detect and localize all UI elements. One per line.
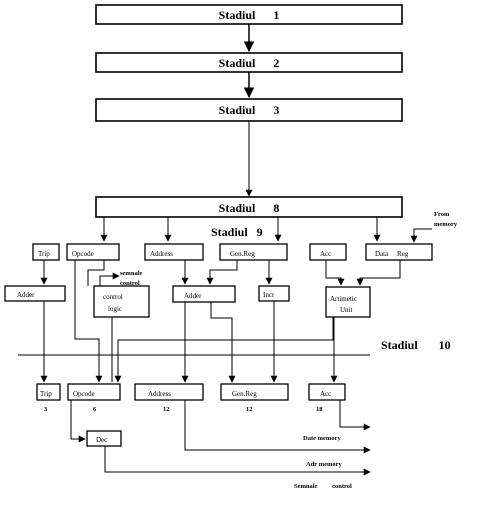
trip-register-10: Trip xyxy=(36,383,61,401)
datareg-register-9-label: Data Reg xyxy=(375,250,409,258)
trip-register-9: Trip xyxy=(32,243,60,261)
stage-3-label: Stadiul 3 xyxy=(219,103,280,117)
acc-width: 18 xyxy=(316,406,323,413)
address-register-9: Address xyxy=(144,243,204,261)
dec-box: Dec xyxy=(86,430,122,447)
alu-label-1: Artimetic xyxy=(330,295,357,303)
genreg-register-9-label: Gen.Reg xyxy=(230,250,255,258)
control-logic-box: control logic xyxy=(93,285,150,318)
alu-label-2: Unit xyxy=(340,306,353,314)
genreg-width: 12 xyxy=(246,406,253,413)
arrow-acc-data-memory xyxy=(339,400,371,431)
stage-8-label: Stadiul 8 xyxy=(219,201,280,215)
address-width: 12 xyxy=(163,406,170,413)
arrow-address-adr-memory xyxy=(184,400,371,454)
stage-2-box: Stadiul 2 xyxy=(95,52,403,73)
adder-mid-label: Adder xyxy=(184,292,202,300)
trip-register-9-label: Trip xyxy=(38,250,50,258)
opcode-register-9: Opcode xyxy=(66,243,120,261)
dec-label: Dec xyxy=(96,436,107,444)
opcode-width: 6 xyxy=(93,406,97,413)
arrow-genreg-adder xyxy=(206,260,238,285)
genreg-register-9: Gen.Reg xyxy=(219,243,288,261)
stage-3-box: Stadiul 3 xyxy=(95,98,403,122)
opcode-register-9-label: Opcode xyxy=(72,250,94,258)
opcode-register-10-label: Opcode xyxy=(73,390,95,398)
stage-10-label: Stadiul 10 xyxy=(381,338,451,352)
control-logic-label-1: control xyxy=(103,293,123,301)
arrow-acc-alu xyxy=(325,260,345,286)
acc-register-10-label: Acc xyxy=(320,390,331,398)
from-memory-label-1: From xyxy=(434,211,450,218)
arrow-control-out xyxy=(99,272,120,286)
incr-box: Incr xyxy=(258,285,290,302)
datareg-register-9: Data Reg xyxy=(365,243,433,261)
data-memory-label: Date memory xyxy=(303,435,341,442)
arrow-dec-control xyxy=(104,446,371,476)
stage-8-box: Stadiul 8 xyxy=(95,196,403,218)
genreg-register-10: Gen.Reg xyxy=(220,383,289,401)
arrow-from-memory xyxy=(410,228,432,243)
acc-register-9: Acc xyxy=(309,243,347,261)
acc-register-9-label: Acc xyxy=(320,250,331,258)
address-register-10-label: Address xyxy=(148,390,171,398)
incr-label: Incr xyxy=(263,291,275,299)
adder-left-label: Adder xyxy=(17,291,35,299)
semnale-control-bottom-label: Semnale control xyxy=(294,483,352,490)
adder-mid-box: Adder xyxy=(172,285,236,303)
control-logic-label-2: logic xyxy=(108,305,122,313)
wire-opcode-control xyxy=(87,260,105,286)
from-memory-label-2: memory xyxy=(434,221,458,228)
semnale-control-label-1: semnale xyxy=(120,270,143,277)
alu-box: Artimetic Unit xyxy=(325,286,371,318)
arrow-opcode9-opcode10 xyxy=(74,260,103,383)
trip-register-10-label: Trip xyxy=(40,390,52,398)
semnale-control-label-2: control xyxy=(120,280,140,287)
trip-width: 3 xyxy=(44,406,48,413)
stage-1-label: Stadiul 1 xyxy=(219,8,280,22)
arrow-adder-genreg10 xyxy=(210,302,236,383)
stage-2-label: Stadiul 2 xyxy=(219,56,280,70)
stage-1-box: Stadiul 1 xyxy=(95,4,403,25)
genreg-register-10-label: Gen.Reg xyxy=(232,390,257,398)
arrow-opcode-dec xyxy=(70,400,86,443)
stage-9-label: Stadiul 9 xyxy=(211,225,263,239)
address-register-9-label: Address xyxy=(150,250,173,258)
arrow-alu-opcode10 xyxy=(114,317,334,383)
opcode-register-10: Opcode xyxy=(67,383,121,401)
address-register-10: Address xyxy=(134,383,204,401)
arrow-datareg-alu xyxy=(356,260,401,286)
adr-memory-label: Adr memory xyxy=(306,461,343,468)
adder-left-box: Adder xyxy=(4,285,66,302)
acc-register-10: Acc xyxy=(308,383,346,401)
